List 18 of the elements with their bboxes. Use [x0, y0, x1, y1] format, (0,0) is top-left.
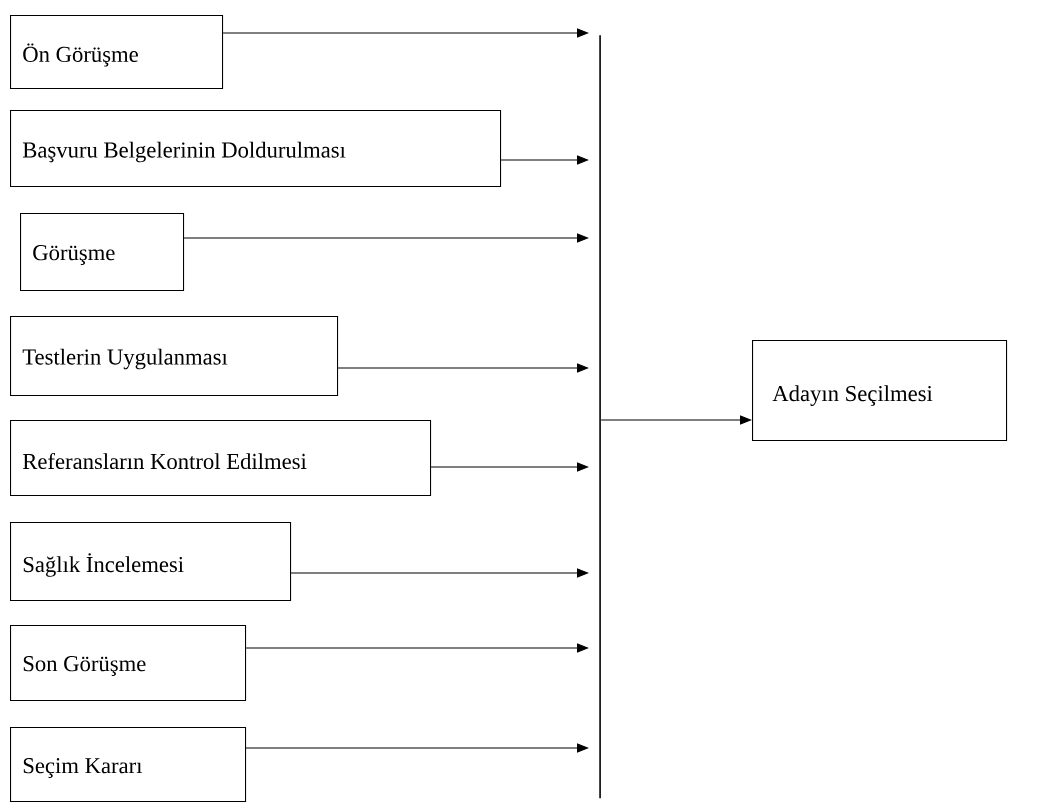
- process-box: Referansların Kontrol Edilmesi: [10, 420, 432, 497]
- process-box: Son Görüşme: [10, 625, 247, 702]
- arrow: [600, 415, 752, 425]
- arrow: [245, 743, 589, 753]
- arrow: [183, 233, 589, 243]
- arrow: [245, 643, 589, 653]
- process-box: Testlerin Uygulanması: [10, 316, 339, 397]
- process-box: Ön Görüşme: [10, 15, 224, 90]
- arrow: [290, 568, 589, 578]
- arrow: [430, 462, 589, 472]
- arrow: [222, 28, 589, 38]
- process-box: Adayın Seçilmesi: [752, 340, 1008, 442]
- arrow: [337, 363, 589, 373]
- process-box: Sağlık İncelemesi: [10, 522, 292, 602]
- arrow: [500, 155, 589, 165]
- process-box: Seçim Kararı: [10, 727, 247, 803]
- process-box: Görüşme: [20, 213, 185, 292]
- process-box: Başvuru Belgelerinin Doldurulması: [10, 110, 502, 188]
